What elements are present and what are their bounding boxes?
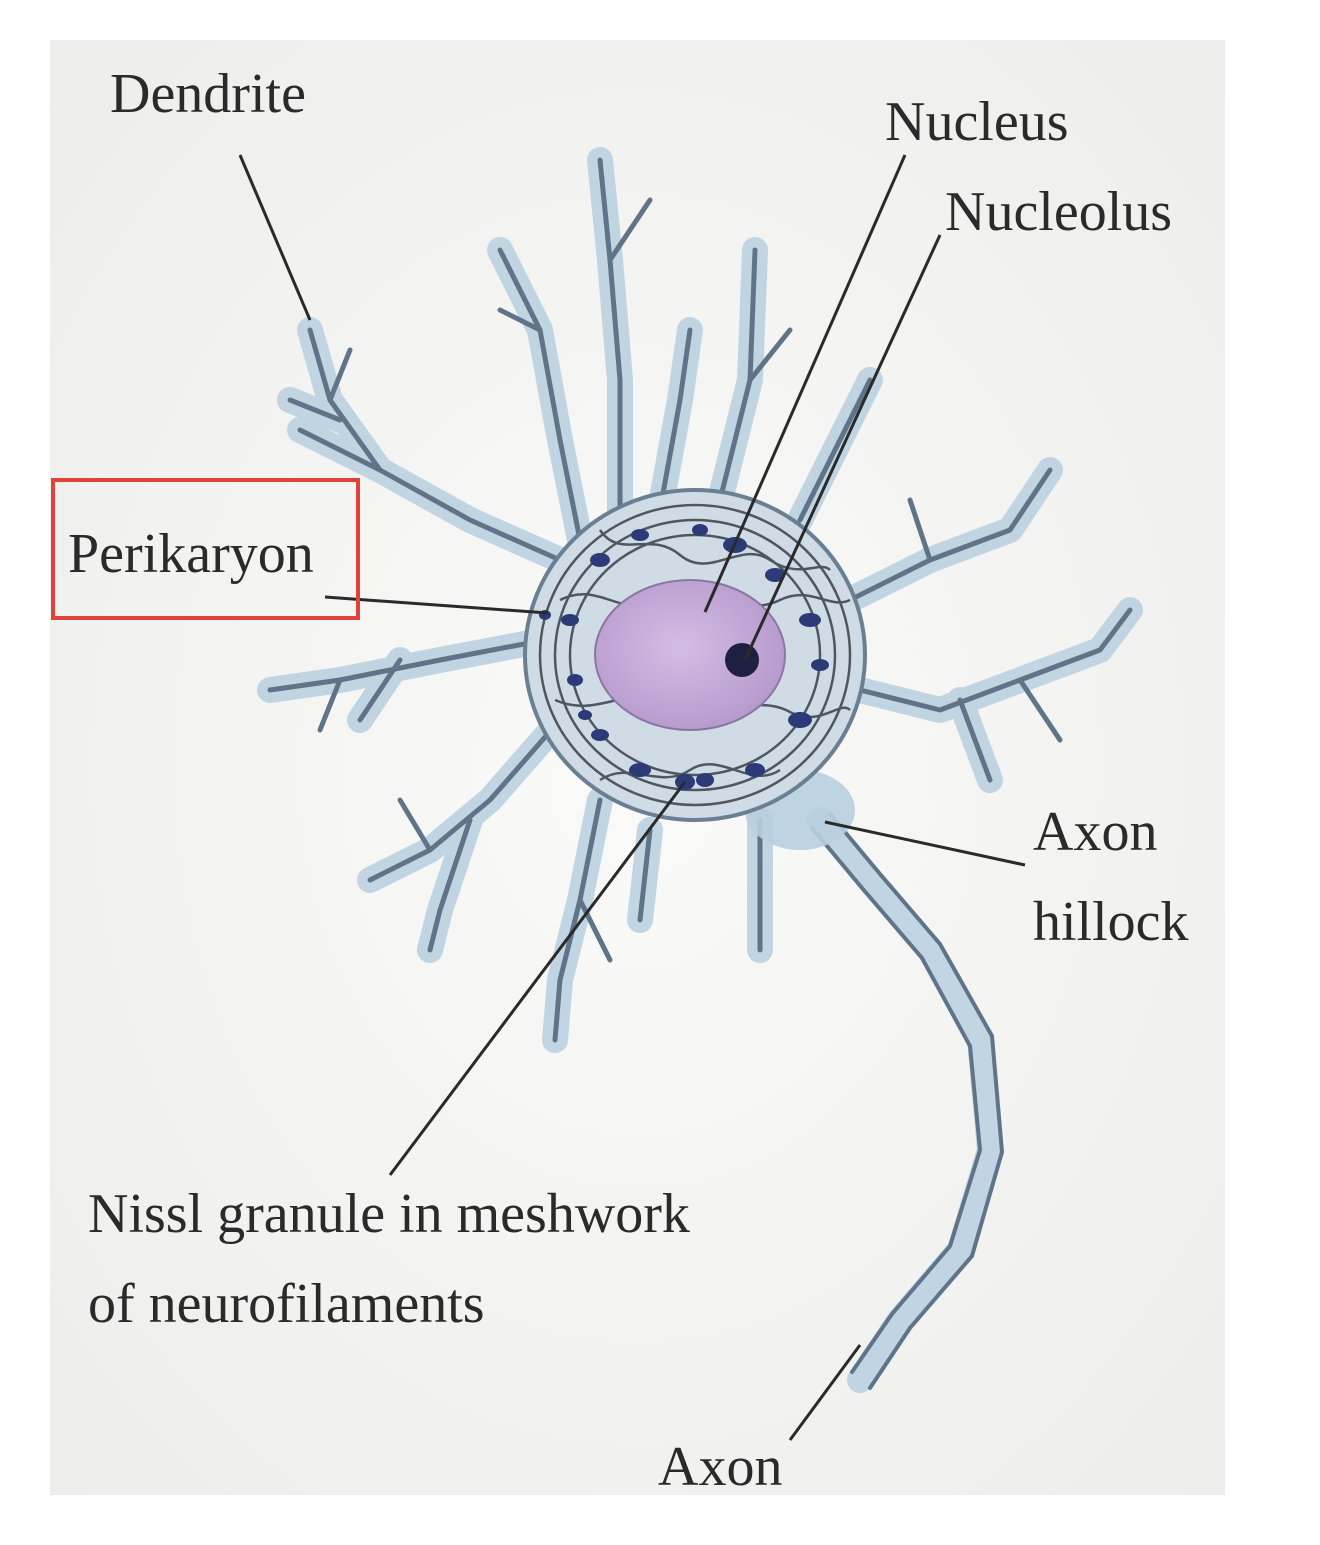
nucleus-shape [594,579,786,731]
label-nissl-line1: Nissl granule in meshwork [88,1183,690,1245]
label-axon-hillock-line1: Axon [1033,801,1157,863]
label-nucleus: Nucleus [885,91,1069,153]
label-dendrite: Dendrite [110,63,306,125]
perikaryon-leader-line [324,595,549,615]
nucleolus-shape [725,643,759,677]
axon-hillock-leader-line [824,820,1026,867]
dendrite-leader-line [238,154,312,321]
label-axon-hillock-line2: hillock [1033,891,1189,953]
axon-leader-line [788,1344,862,1441]
leader-lines [238,154,1026,1441]
nucleus-leader-line [703,154,907,613]
label-nucleolus: Nucleolus [945,181,1172,243]
label-axon: Axon [658,1436,782,1498]
nissl-leader-line [388,781,687,1176]
dendrites [267,157,1133,1043]
label-perikaryon: Perikaryon [68,523,314,585]
axon-process [810,812,1005,1390]
perikaryon-highlight-box [51,478,360,620]
nucleolus-leader-line [743,234,942,661]
label-nissl-line2: of neurofilaments [88,1273,485,1335]
